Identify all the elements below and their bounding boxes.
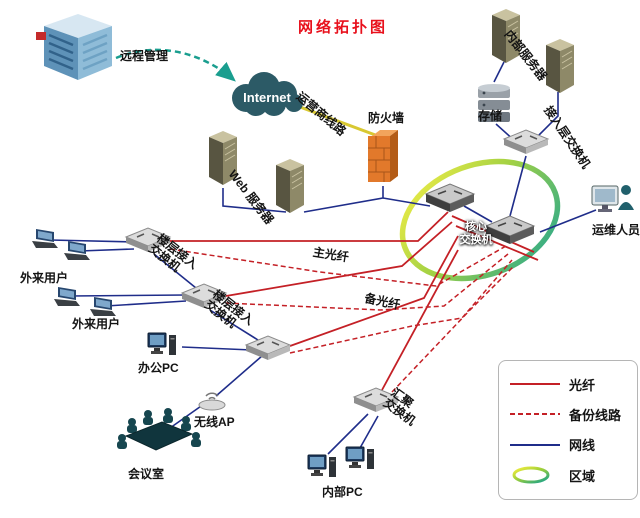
network-cable-sample bbox=[509, 440, 561, 450]
switch-icon bbox=[484, 215, 536, 244]
internal-pc-2 bbox=[344, 444, 376, 479]
internal-pc-label: 内部PC bbox=[322, 485, 363, 499]
external-laptop-4 bbox=[88, 296, 118, 323]
switch-icon bbox=[180, 283, 228, 308]
aggregation-switch-node bbox=[352, 386, 400, 421]
legend-area-label: 区域 bbox=[569, 468, 596, 484]
legend-backup-label: 备份线路 bbox=[569, 407, 622, 423]
wireless-ap-node bbox=[196, 386, 228, 417]
external-laptop-3 bbox=[52, 286, 82, 313]
laptop-icon bbox=[64, 241, 90, 260]
office-pc-node bbox=[146, 330, 178, 365]
internal-server-1 bbox=[488, 6, 524, 69]
floor-access-switch-3 bbox=[244, 334, 292, 369]
switch-icon bbox=[502, 129, 550, 154]
meeting-room-node bbox=[112, 404, 204, 465]
core-switch-2 bbox=[484, 214, 536, 253]
laptop-icon bbox=[32, 229, 58, 248]
switch-icon bbox=[352, 387, 400, 412]
switch-icon bbox=[424, 183, 476, 212]
wireless-ap-label: 无线AP bbox=[194, 415, 235, 429]
switch-icon bbox=[244, 335, 292, 360]
laptop-icon bbox=[90, 297, 116, 316]
floor-access-switch-2 bbox=[180, 282, 228, 317]
legend-row-cable: 网线 bbox=[509, 435, 627, 454]
backup-lines bbox=[169, 245, 515, 393]
meeting-room-label: 会议室 bbox=[128, 467, 165, 481]
floor-access-switch-1 bbox=[124, 226, 172, 261]
core-area-ring bbox=[399, 158, 561, 282]
storage-icon bbox=[478, 84, 510, 122]
operator-icon bbox=[591, 185, 634, 212]
storage-label: 存储 bbox=[478, 109, 503, 123]
meeting-table-icon bbox=[117, 408, 201, 451]
external-users-1-label: 外来用户 bbox=[20, 271, 69, 285]
firewall-node bbox=[366, 128, 400, 193]
wireless-ap-icon bbox=[198, 392, 226, 411]
network-cable-lines bbox=[49, 61, 597, 455]
desktop-pc-icon bbox=[345, 446, 374, 469]
web-server-2 bbox=[272, 156, 308, 219]
building-sign bbox=[36, 32, 46, 40]
internal-server-2 bbox=[542, 36, 578, 99]
firewall-label: 防火墙 bbox=[368, 111, 405, 125]
external-users-2-label: 外来用户 bbox=[72, 317, 121, 331]
legend-box: 光纤 备份线路 网线 bbox=[498, 360, 638, 500]
legend-row-fiber: 光纤 bbox=[509, 375, 627, 394]
legend-cable-label: 网线 bbox=[569, 438, 596, 454]
carrier-line bbox=[291, 102, 379, 138]
server-icon bbox=[492, 9, 520, 63]
fiber-lines bbox=[170, 211, 539, 391]
office-pc-label: 办公PC bbox=[138, 361, 179, 375]
fiber-line-sample bbox=[509, 379, 561, 389]
firewall-icon bbox=[368, 130, 398, 182]
backup-line-sample bbox=[509, 409, 561, 419]
area-ring-sample bbox=[509, 465, 561, 485]
web-server-1 bbox=[205, 128, 241, 191]
diagram-title: 网络拓扑图 bbox=[298, 19, 389, 36]
headquarters-building bbox=[36, 10, 120, 91]
server-icon bbox=[546, 39, 574, 93]
storage-node bbox=[474, 80, 514, 131]
desktop-pc-icon bbox=[147, 332, 176, 355]
legend-row-backup: 备份线路 bbox=[509, 405, 627, 424]
server-icon bbox=[276, 159, 304, 213]
building-icon bbox=[36, 14, 112, 80]
switch-icon bbox=[124, 227, 172, 252]
remote-management-arrow bbox=[115, 48, 236, 82]
internet-label: Internet bbox=[243, 90, 291, 105]
legend-fiber-label: 光纤 bbox=[569, 377, 596, 393]
ops-staff-node bbox=[590, 176, 636, 229]
internet-cloud: Internet bbox=[222, 70, 310, 123]
ops-staff-label: 运维人员 bbox=[592, 223, 640, 237]
access-layer-switch-node bbox=[502, 128, 550, 163]
laptop-icon bbox=[54, 287, 80, 306]
desktop-pc-icon bbox=[307, 454, 336, 477]
core-switch-label: 核心 交换机 bbox=[459, 221, 493, 246]
server-icon bbox=[209, 131, 237, 185]
remote-management-label: 远程管理 bbox=[120, 49, 169, 63]
legend-row-area: 区域 bbox=[509, 465, 627, 485]
external-laptop-2 bbox=[62, 240, 92, 267]
cloud-icon: Internet bbox=[232, 72, 303, 116]
internal-pc-1 bbox=[306, 452, 338, 487]
external-laptop-1 bbox=[30, 228, 60, 255]
core-switch-1 bbox=[424, 182, 476, 221]
